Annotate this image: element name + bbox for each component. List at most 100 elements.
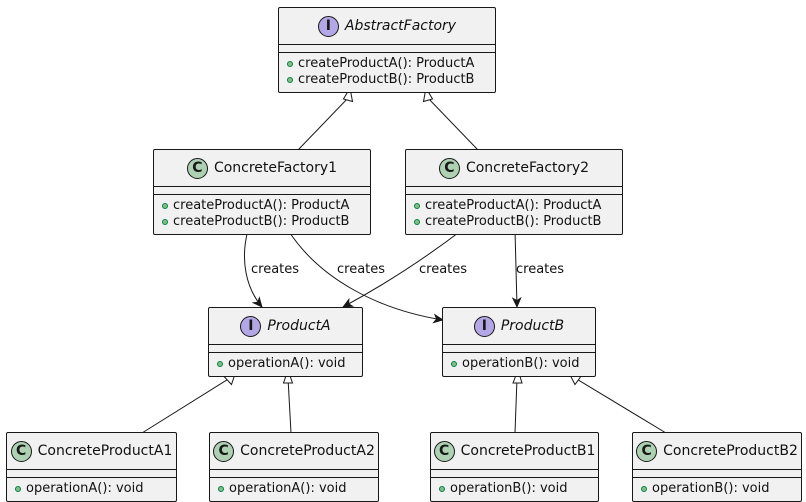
class-name: ProductB [500, 318, 565, 334]
edge-a2-implements-product-a [287, 377, 292, 434]
class-header: I ProductB [443, 308, 595, 345]
edge-b1-implements-product-b [514, 377, 518, 434]
public-visibility-icon [217, 361, 223, 367]
edge-cf1-creates-product-b [287, 229, 444, 324]
class-header: C ConcreteProductB1 [431, 433, 598, 470]
method-signature: operationA(): void [26, 481, 144, 496]
public-visibility-icon [641, 486, 647, 492]
methods-compartment: operationA(): void [7, 478, 176, 501]
class-stereotype-icon: C [10, 440, 32, 462]
method-signature: createProductB(): ProductB [425, 214, 602, 229]
method-signature: operationB(): void [652, 481, 770, 496]
method-row: operationA(): void [218, 481, 370, 497]
interface-stereotype-icon: I [473, 315, 495, 337]
edge-cf2-creates-product-b [511, 229, 522, 308]
edge-label-cf2-creates-b: creates [516, 262, 564, 277]
edge-cf1-implements-abstract-factory [297, 95, 351, 151]
attributes-compartment [210, 470, 378, 478]
public-visibility-icon [287, 77, 293, 83]
attributes-compartment [431, 470, 598, 478]
method-row: operationB(): void [439, 481, 590, 497]
method-signature: createProductB(): ProductB [173, 214, 350, 229]
methods-compartment: operationA(): void [210, 478, 378, 501]
concrete-factory2-class: C ConcreteFactory2 createProductA(): Pro… [405, 149, 623, 235]
method-row: createProductB(): ProductB [414, 214, 614, 230]
method-row: operationA(): void [15, 481, 168, 497]
class-name: ConcreteProductA2 [240, 443, 375, 459]
interface-stereotype-icon: I [317, 15, 339, 37]
method-row: createProductA(): ProductA [414, 198, 614, 214]
class-name: ConcreteProductB2 [663, 443, 798, 459]
method-signature: createProductB(): ProductB [298, 72, 475, 87]
edge-label-cf2-creates-a: creates [419, 262, 467, 277]
edge-b2-implements-product-b [574, 377, 667, 434]
edge-cf1-creates-product-a [243, 229, 263, 308]
method-signature: operationA(): void [229, 481, 347, 496]
class-header: C ConcreteProductA1 [7, 433, 176, 470]
public-visibility-icon [414, 219, 420, 225]
method-signature: createProductA(): ProductA [173, 198, 350, 213]
class-stereotype-icon: C [636, 440, 658, 462]
attributes-compartment [406, 187, 622, 195]
methods-compartment: createProductA(): ProductA createProduct… [154, 195, 370, 234]
concrete-factory1-class: C ConcreteFactory1 createProductA(): Pro… [153, 149, 371, 235]
product-b-interface: I ProductB operationB(): void [442, 307, 596, 377]
class-header: C ConcreteFactory1 [154, 150, 370, 187]
attributes-compartment [7, 470, 176, 478]
method-signature: operationB(): void [450, 481, 568, 496]
public-visibility-icon [439, 486, 445, 492]
public-visibility-icon [287, 61, 293, 67]
concrete-product-b1-class: C ConcreteProductB1 operationB(): void [430, 432, 599, 502]
class-name: ProductA [267, 318, 331, 334]
class-name: ConcreteFactory2 [465, 160, 590, 176]
method-row: createProductB(): ProductB [162, 214, 362, 230]
methods-compartment: operationB(): void [431, 478, 598, 501]
methods-compartment: operationB(): void [633, 478, 801, 501]
concrete-product-a1-class: C ConcreteProductA1 operationA(): void [6, 432, 177, 502]
method-signature: operationA(): void [228, 356, 346, 371]
methods-compartment: operationB(): void [443, 353, 595, 376]
class-header: C ConcreteProductA2 [210, 433, 378, 470]
class-stereotype-icon: C [186, 157, 208, 179]
method-signature: createProductA(): ProductA [425, 198, 602, 213]
edge-cf2-creates-product-a [342, 229, 463, 308]
class-stereotype-icon: C [433, 440, 455, 462]
attributes-compartment [633, 470, 801, 478]
methods-compartment: createProductA(): ProductA createProduct… [406, 195, 622, 234]
method-row: createProductA(): ProductA [162, 198, 362, 214]
edge-cf2-implements-abstract-factory [425, 95, 479, 151]
method-signature: createProductA(): ProductA [298, 56, 475, 71]
class-name: ConcreteProductB1 [460, 443, 596, 459]
attributes-compartment [443, 345, 595, 353]
interface-stereotype-icon: I [240, 315, 262, 337]
attributes-compartment [154, 187, 370, 195]
class-header: I AbstractFactory [279, 8, 495, 45]
class-stereotype-icon: C [438, 157, 460, 179]
attributes-compartment [279, 45, 495, 53]
public-visibility-icon [162, 219, 168, 225]
method-row: createProductB(): ProductB [287, 72, 487, 88]
class-name: ConcreteProductA1 [37, 443, 173, 459]
public-visibility-icon [414, 203, 420, 209]
method-row: operationB(): void [641, 481, 793, 497]
edge-label-cf1-creates-a: creates [251, 262, 299, 277]
class-header: I ProductA [209, 308, 362, 345]
public-visibility-icon [218, 486, 224, 492]
public-visibility-icon [162, 203, 168, 209]
method-row: createProductA(): ProductA [287, 56, 487, 72]
class-name: ConcreteFactory1 [213, 160, 338, 176]
method-row: operationB(): void [451, 356, 587, 372]
abstract-factory-interface: I AbstractFactory createProductA(): Prod… [278, 7, 496, 93]
method-signature: operationB(): void [462, 356, 580, 371]
class-header: C ConcreteFactory2 [406, 150, 622, 187]
concrete-product-b2-class: C ConcreteProductB2 operationB(): void [632, 432, 802, 502]
methods-compartment: createProductA(): ProductA createProduct… [279, 53, 495, 92]
class-stereotype-icon: C [213, 440, 235, 462]
attributes-compartment [209, 345, 362, 353]
public-visibility-icon [451, 361, 457, 367]
concrete-product-a2-class: C ConcreteProductA2 operationA(): void [209, 432, 379, 502]
product-a-interface: I ProductA operationA(): void [208, 307, 363, 377]
class-name: AbstractFactory [344, 18, 457, 34]
